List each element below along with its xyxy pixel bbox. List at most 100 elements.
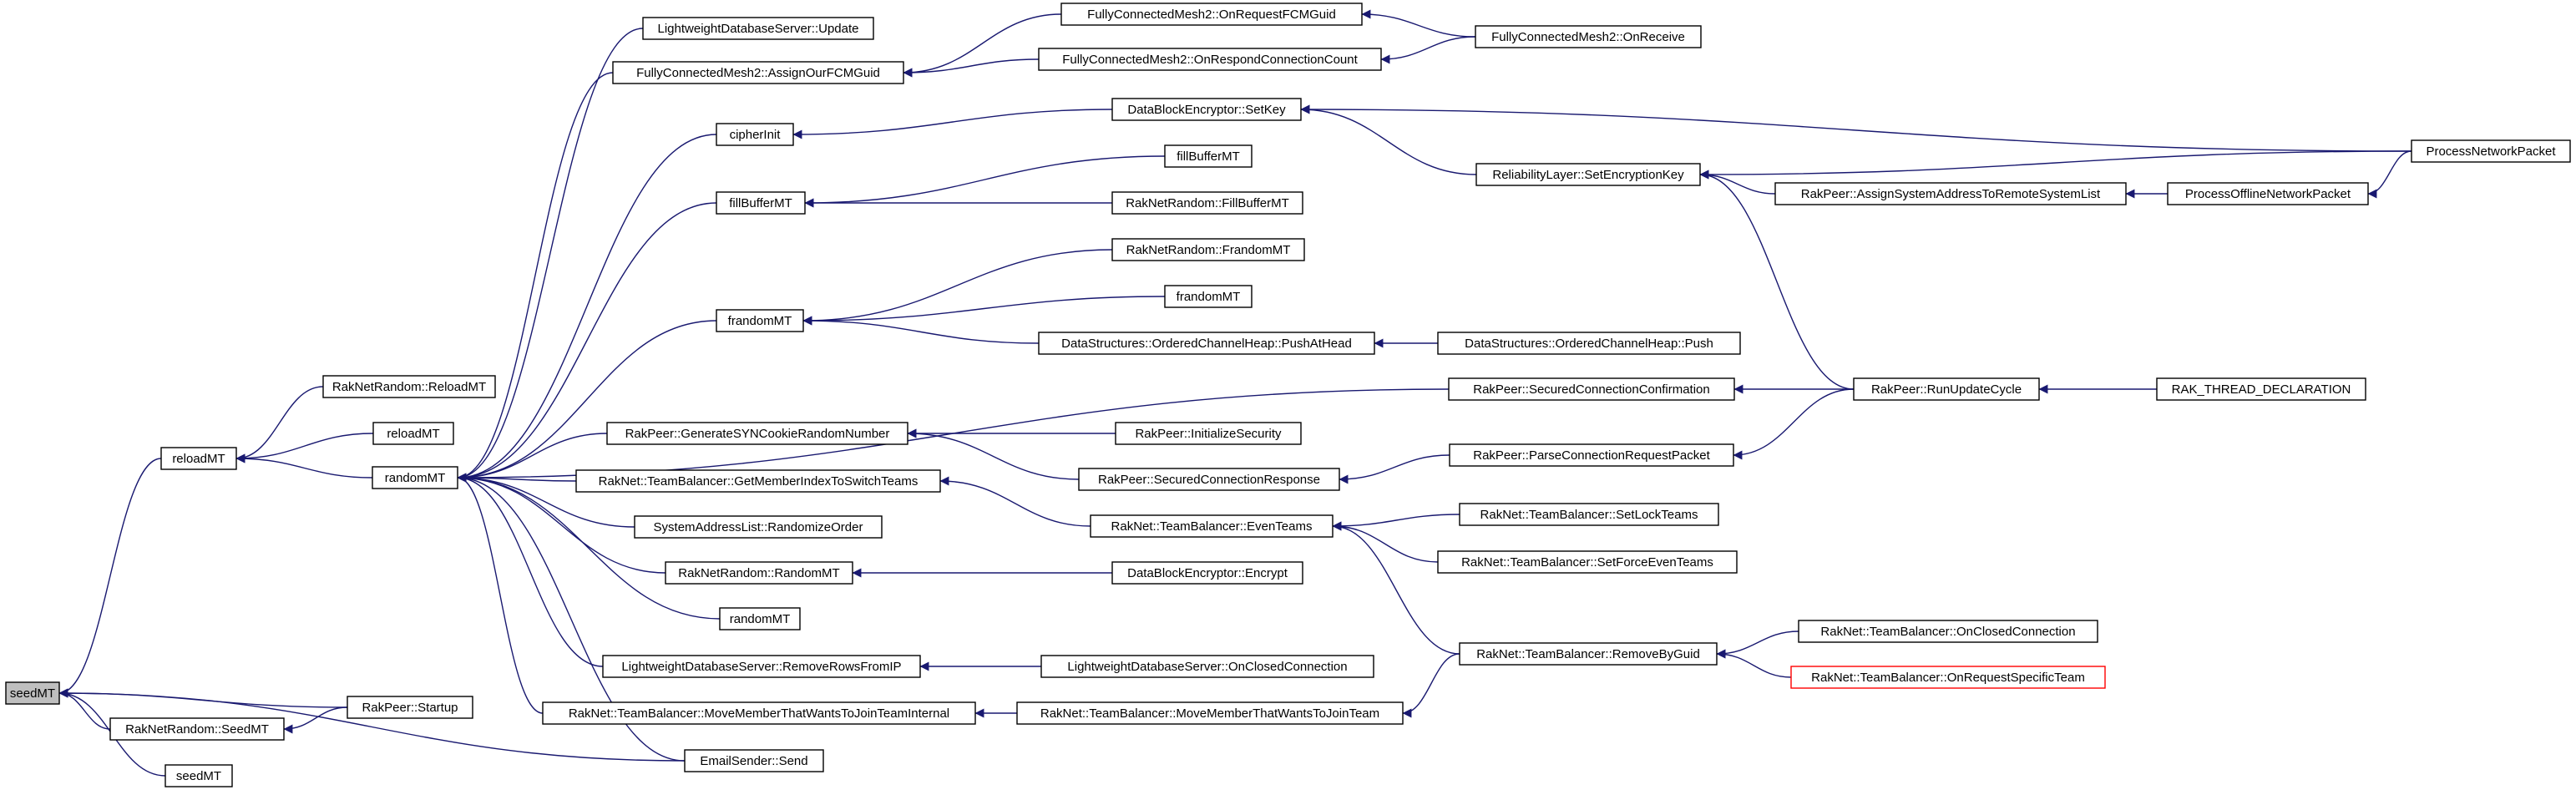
node-label: RakPeer::GenerateSYNCookieRandomNumber bbox=[625, 427, 890, 441]
node-label: LightweightDatabaseServer::RemoveRowsFro… bbox=[621, 660, 901, 674]
node-cipher-init[interactable]: cipherInit bbox=[716, 123, 794, 146]
node-label: ReliabilityLayer::SetEncryptionKey bbox=[1492, 168, 1684, 182]
node-tb-get-member-index[interactable]: RakNet::TeamBalancer::GetMemberIndexToSw… bbox=[575, 469, 941, 493]
node-box bbox=[1437, 332, 1741, 355]
node-box bbox=[1853, 377, 2040, 401]
node-label: reloadMT bbox=[387, 427, 439, 441]
node-random-mt2[interactable]: randomMT bbox=[719, 607, 801, 630]
edge-tb-even-teams-to-tb-get-member-index bbox=[939, 476, 1091, 527]
edge-fcm2-on-request-fcmguid-to-fcm2-assign-our-fcmguid bbox=[903, 13, 1062, 78]
node-tb-set-lock-teams[interactable]: RakNet::TeamBalancer::SetLockTeams bbox=[1459, 503, 1719, 526]
node-box bbox=[1090, 514, 1334, 538]
node-box bbox=[1060, 3, 1363, 26]
node-email-sender-send[interactable]: EmailSender::Send bbox=[684, 749, 824, 772]
node-random-mt[interactable]: randomMT bbox=[372, 466, 458, 489]
node-frandom-mt[interactable]: frandomMT bbox=[716, 309, 804, 332]
node-rak-peer-initialize-security[interactable]: RakPeer::InitializeSecurity bbox=[1115, 422, 1302, 445]
node-rak-peer-secured-connection-response[interactable]: RakPeer::SecuredConnectionResponse bbox=[1078, 468, 1340, 491]
node-rak-net-random-frandom-mt[interactable]: RakNetRandom::FrandomMT bbox=[1111, 238, 1305, 261]
node-rak-peer-assign-system-address[interactable]: RakPeer::AssignSystemAddressToRemoteSyst… bbox=[1774, 182, 2127, 205]
node-rak-peer-run-update-cycle[interactable]: RakPeer::RunUpdateCycle bbox=[1853, 377, 2040, 401]
node-ds-och-push-at-head[interactable]: DataStructures::OrderedChannelHeap::Push… bbox=[1038, 332, 1375, 355]
node-label: RakPeer::RunUpdateCycle bbox=[1871, 382, 2022, 397]
edge-process-network-packet-to-process-offline-network-packet bbox=[2367, 150, 2412, 199]
node-box bbox=[602, 655, 921, 678]
node-rak-net-random-reload-mt[interactable]: RakNetRandom::ReloadMT bbox=[322, 375, 496, 398]
node-seed-mt: seedMT bbox=[5, 681, 60, 705]
node-box bbox=[575, 469, 941, 493]
node-frandom-mt2[interactable]: frandomMT bbox=[1164, 285, 1253, 308]
node-box bbox=[2156, 377, 2366, 401]
node-label: RakPeer::SecuredConnectionConfirmation bbox=[1473, 382, 1709, 397]
node-process-offline-network-packet[interactable]: ProcessOfflineNetworkPacket bbox=[2167, 182, 2369, 205]
node-lds-on-closed-connection[interactable]: LightweightDatabaseServer::OnClosedConne… bbox=[1040, 655, 1374, 678]
node-rak-peer-parse-connection-request-packet[interactable]: RakPeer::ParseConnectionRequestPacket bbox=[1449, 443, 1734, 467]
node-tb-on-closed-connection[interactable]: RakNet::TeamBalancer::OnClosedConnection bbox=[1798, 620, 2098, 643]
node-rak-net-random-seed-mt[interactable]: RakNetRandom::SeedMT bbox=[109, 717, 285, 741]
node-tb-move-member[interactable]: RakNet::TeamBalancer::MoveMemberThatWant… bbox=[1016, 701, 1404, 725]
node-fcm2-on-respond-connection-count[interactable]: FullyConnectedMesh2::OnRespondConnection… bbox=[1038, 48, 1382, 71]
node-sal-randomize-order[interactable]: SystemAddressList::RandomizeOrder bbox=[634, 515, 883, 539]
node-label: RakPeer::ParseConnectionRequestPacket bbox=[1473, 448, 1710, 463]
node-label: FullyConnectedMesh2::AssignOurFCMGuid bbox=[636, 66, 880, 80]
node-tb-remove-by-guid[interactable]: RakNet::TeamBalancer::RemoveByGuid bbox=[1459, 642, 1718, 666]
node-box bbox=[642, 17, 874, 40]
edge-tb-set-force-even-teams-to-tb-even-teams bbox=[1332, 521, 1439, 563]
node-label: RakNet::TeamBalancer::GetMemberIndexToSw… bbox=[599, 474, 919, 489]
node-tb-move-member-internal[interactable]: RakNet::TeamBalancer::MoveMemberThatWant… bbox=[542, 701, 976, 725]
edge-fill-buffer-mt-to-random-mt bbox=[457, 202, 717, 483]
edge-fcm2-on-receive-to-fcm2-on-request-fcmguid bbox=[1361, 9, 1476, 38]
node-label: seedMT bbox=[10, 686, 55, 701]
node-box bbox=[1475, 163, 1701, 186]
node-fill-buffer-mt[interactable]: fillBufferMT bbox=[716, 191, 806, 215]
node-box bbox=[1448, 377, 1735, 401]
edge-reload-mt-to-seed-mt bbox=[58, 458, 162, 698]
node-tb-even-teams[interactable]: RakNet::TeamBalancer::EvenTeams bbox=[1090, 514, 1334, 538]
node-tb-on-request-specific-team[interactable]: RakNet::TeamBalancer::OnRequestSpecificT… bbox=[1790, 666, 2106, 689]
node-box bbox=[1111, 191, 1303, 215]
node-rak-peer-startup[interactable]: RakPeer::Startup bbox=[347, 696, 473, 719]
edge-fcm2-on-respond-connection-count-to-fcm2-assign-our-fcmguid bbox=[903, 58, 1040, 78]
node-label: LightweightDatabaseServer::OnClosedConne… bbox=[1067, 660, 1347, 674]
edge-frandom-mt2-to-frandom-mt bbox=[802, 296, 1166, 326]
node-rak-net-random-fill-buffer-mt[interactable]: RakNetRandom::FillBufferMT bbox=[1111, 191, 1303, 215]
node-rak-thread-declaration[interactable]: RAK_THREAD_DECLARATION bbox=[2156, 377, 2366, 401]
node-label: FullyConnectedMesh2::OnReceive bbox=[1491, 30, 1685, 44]
edge-reload-mt2-to-reload-mt bbox=[235, 433, 374, 463]
node-rak-peer-generate-syncookie[interactable]: RakPeer::GenerateSYNCookieRandomNumber bbox=[606, 422, 908, 445]
edge-rak-peer-run-update-cycle-to-rak-peer-parse-connection-request-packet bbox=[1733, 388, 1855, 460]
node-seed-mt2[interactable]: seedMT bbox=[164, 764, 233, 787]
node-rl-set-encryption-key[interactable]: ReliabilityLayer::SetEncryptionKey bbox=[1475, 163, 1701, 186]
node-label: DataBlockEncryptor::Encrypt bbox=[1127, 566, 1288, 580]
node-box bbox=[1437, 550, 1738, 574]
edge-cipher-init-to-random-mt bbox=[457, 134, 717, 483]
node-rak-peer-secured-connection-confirmation[interactable]: RakPeer::SecuredConnectionConfirmation bbox=[1448, 377, 1735, 401]
edge-email-sender-send-to-seed-mt bbox=[58, 688, 686, 762]
node-dbe-set-key[interactable]: DataBlockEncryptor::SetKey bbox=[1111, 98, 1302, 121]
node-label: RakNet::TeamBalancer::SetForceEvenTeams bbox=[1461, 555, 1713, 570]
node-ds-och-push[interactable]: DataStructures::OrderedChannelHeap::Push bbox=[1437, 332, 1741, 355]
node-tb-set-force-even-teams[interactable]: RakNet::TeamBalancer::SetForceEvenTeams bbox=[1437, 550, 1738, 574]
node-reload-mt[interactable]: reloadMT bbox=[160, 447, 237, 470]
node-box bbox=[1449, 443, 1734, 467]
node-rak-net-random-random-mt[interactable]: RakNetRandom::RandomMT bbox=[665, 561, 853, 585]
edge-rak-net-random-reload-mt-to-reload-mt bbox=[235, 386, 324, 463]
edge-rak-net-random-frandom-mt-to-frandom-mt bbox=[802, 249, 1113, 326]
node-fcm2-on-receive[interactable]: FullyConnectedMesh2::OnReceive bbox=[1475, 25, 1702, 48]
node-lds-update[interactable]: LightweightDatabaseServer::Update bbox=[642, 17, 874, 40]
edge-email-sender-send-to-random-mt bbox=[457, 473, 686, 762]
node-box bbox=[1016, 701, 1404, 725]
node-lds-remove-rows-from-ip[interactable]: LightweightDatabaseServer::RemoveRowsFro… bbox=[602, 655, 921, 678]
node-dbe-encrypt[interactable]: DataBlockEncryptor::Encrypt bbox=[1111, 561, 1303, 585]
node-box bbox=[372, 466, 458, 489]
node-fcm2-on-request-fcmguid[interactable]: FullyConnectedMesh2::OnRequestFCMGuid bbox=[1060, 3, 1363, 26]
node-label: RakNet::TeamBalancer::OnClosedConnection bbox=[1820, 625, 2075, 639]
node-reload-mt2[interactable]: reloadMT bbox=[372, 422, 454, 445]
node-fill-buffer-mt2[interactable]: fillBufferMT bbox=[1164, 144, 1253, 168]
node-process-network-packet[interactable]: ProcessNetworkPacket bbox=[2411, 139, 2571, 163]
node-box bbox=[1038, 332, 1375, 355]
node-label: randomMT bbox=[730, 612, 791, 626]
node-label: RakNetRandom::FrandomMT bbox=[1126, 243, 1291, 257]
node-fcm2-assign-our-fcmguid[interactable]: FullyConnectedMesh2::AssignOurFCMGuid bbox=[612, 61, 904, 84]
node-box bbox=[665, 561, 853, 585]
